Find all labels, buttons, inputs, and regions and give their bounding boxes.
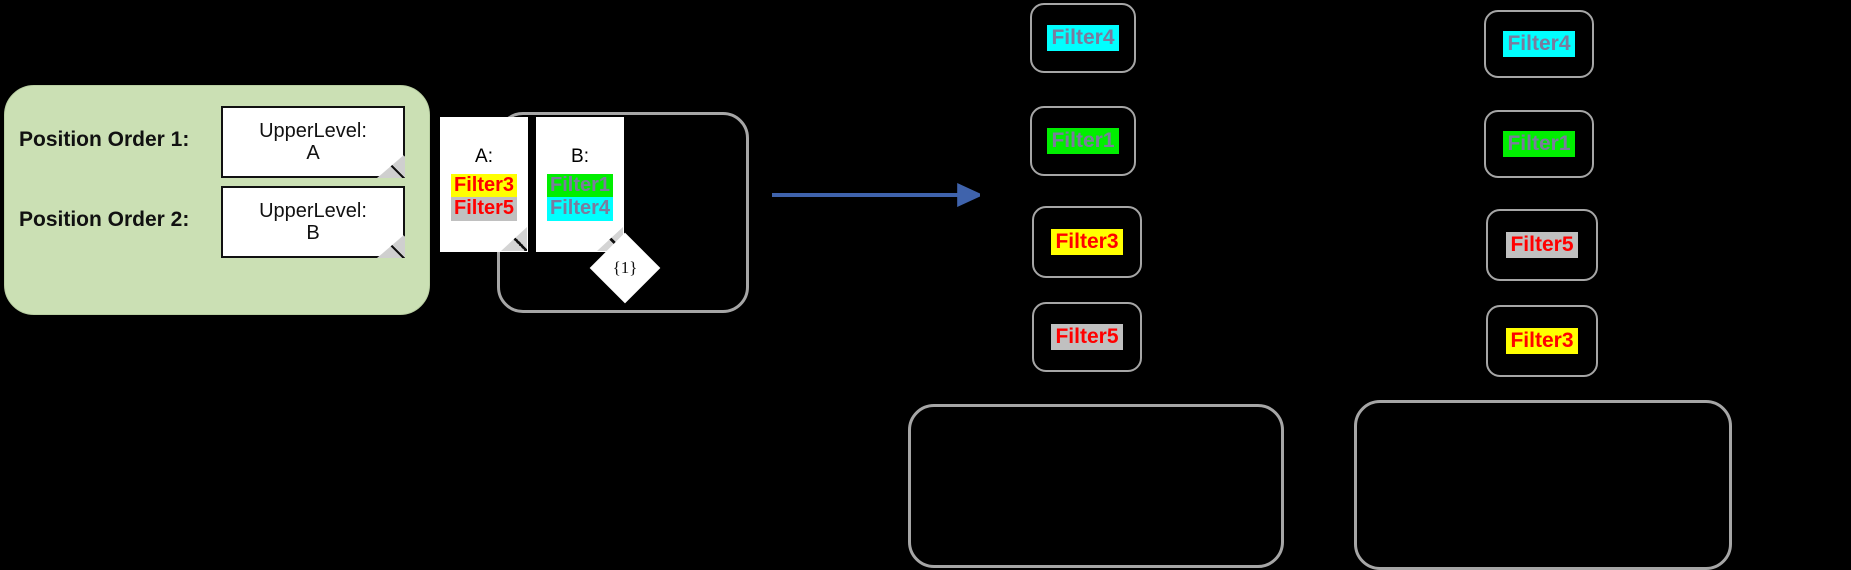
upper-level-value-b: B (306, 222, 320, 244)
document-page-b-title: B: (571, 146, 589, 167)
filter-chip: Filter3 (1506, 328, 1578, 354)
document-page-b-filters: Filter1 Filter4 (537, 174, 623, 221)
filter-chip: Filter4 (1503, 31, 1575, 57)
result-column-1-item-1[interactable]: Filter1 (1030, 106, 1136, 176)
filter-chip: Filter5 (1051, 324, 1123, 350)
upper-level-note-a[interactable]: UpperLevel: A (221, 106, 405, 178)
result-column-2-item-0[interactable]: Filter4 (1484, 10, 1594, 78)
upper-level-note-b[interactable]: UpperLevel: B (221, 186, 405, 258)
filter-chip: Filter3 (1051, 229, 1123, 255)
filter-chip: Filter1 (546, 174, 614, 198)
result-column-1-item-0[interactable]: Filter4 (1030, 3, 1136, 73)
upper-level-value-a: A (306, 142, 320, 164)
filter-chip: Filter4 (546, 197, 614, 221)
page-fold-icon (501, 227, 527, 251)
page-fold-icon (377, 234, 405, 258)
position-order-panel: Position Order 1: UpperLevel: A Position… (4, 85, 430, 315)
document-page-a-title: A: (475, 146, 493, 167)
filter-chip: Filter5 (450, 197, 518, 221)
result-column-2-item-3[interactable]: Filter3 (1486, 305, 1598, 377)
filter-chip: Filter1 (1503, 131, 1575, 157)
filter-chip: Filter1 (1047, 128, 1119, 154)
position-order-2-label: Position Order 2: (19, 208, 190, 231)
filter-chip: Filter5 (1506, 232, 1578, 258)
result-column-1-item-2[interactable]: Filter3 (1032, 206, 1142, 278)
result-column-2-item-2[interactable]: Filter5 (1486, 209, 1598, 281)
filter-chip: Filter4 (1047, 25, 1119, 51)
empty-panel-2[interactable] (1354, 400, 1732, 570)
flow-arrow-icon (772, 183, 980, 207)
upper-level-caption-a: UpperLevel: (259, 119, 367, 142)
cardinality-diamond: {1} (589, 232, 661, 304)
document-page-b[interactable]: B: Filter1 Filter4 (536, 117, 624, 252)
document-page-a-filters: Filter3 Filter5 (441, 174, 527, 221)
empty-panel-1[interactable] (908, 404, 1284, 568)
result-column-2-item-1[interactable]: Filter1 (1484, 110, 1594, 178)
result-column-1-item-3[interactable]: Filter5 (1032, 302, 1142, 372)
upper-level-caption-b: UpperLevel: (259, 199, 367, 222)
page-fold-icon (377, 154, 405, 178)
filter-chip: Filter3 (450, 174, 518, 198)
cardinality-label: {1} (612, 258, 638, 277)
document-page-a[interactable]: A: Filter3 Filter5 (440, 117, 528, 252)
position-order-1-label: Position Order 1: (19, 128, 190, 151)
